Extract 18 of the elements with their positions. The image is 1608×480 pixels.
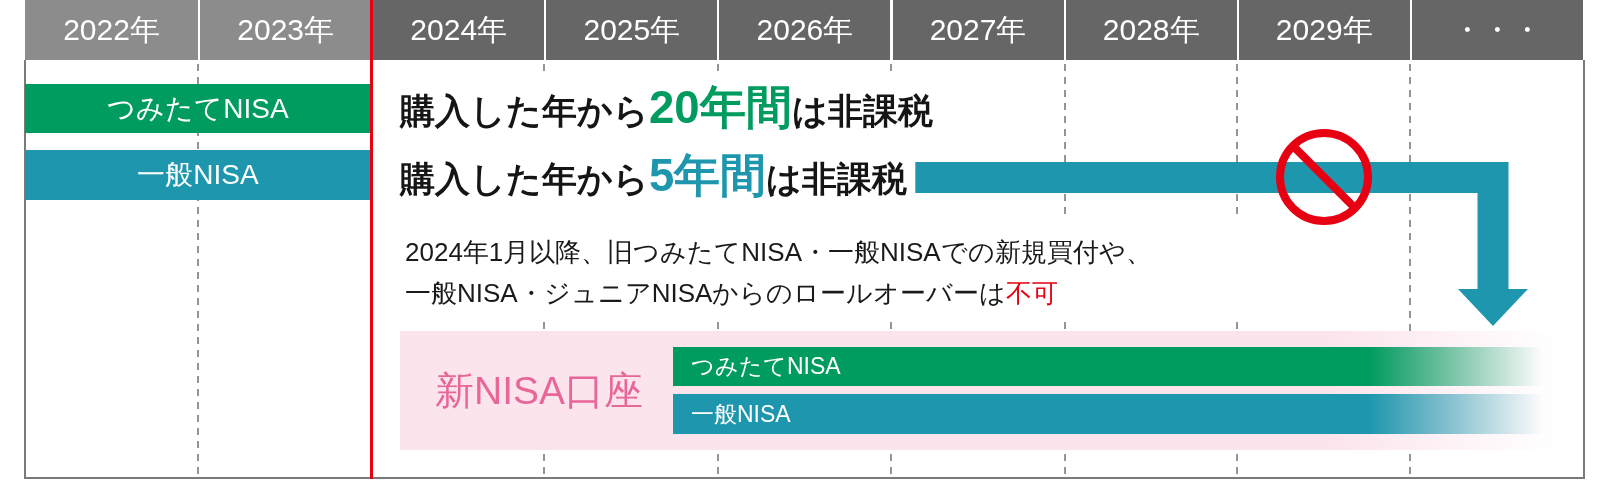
headline-text: 購入した年から5年間は非課税 bbox=[400, 152, 908, 203]
plan-bar: つみたてNISA bbox=[25, 84, 371, 133]
panel-title: 新NISA口座 bbox=[435, 367, 643, 414]
column-header: 2028年 bbox=[1063, 0, 1237, 60]
plan-bar: 一般NISA bbox=[673, 394, 1543, 434]
column-header: 2027年 bbox=[890, 0, 1064, 60]
column-header: 2023年 bbox=[198, 0, 372, 60]
column-header: 2024年 bbox=[371, 0, 545, 60]
column-header: 2022年 bbox=[25, 0, 199, 60]
column-header: 2026年 bbox=[717, 0, 891, 60]
plan-bar: つみたてNISA bbox=[673, 347, 1543, 386]
arrow bbox=[915, 162, 1528, 326]
column-header: 2029年 bbox=[1236, 0, 1410, 60]
headline-text: 購入した年から20年間は非課税 bbox=[400, 84, 933, 135]
plan-bar: 一般NISA bbox=[25, 150, 371, 200]
column-header: 2025年 bbox=[544, 0, 718, 60]
column-header: ・・・ bbox=[1409, 0, 1583, 60]
note-text: 2024年1月以降、旧つみたてNISA・一般NISAでの新規買付や、一般NISA・ジュニアNISAからのロールオーバーは不可 bbox=[405, 236, 1153, 310]
